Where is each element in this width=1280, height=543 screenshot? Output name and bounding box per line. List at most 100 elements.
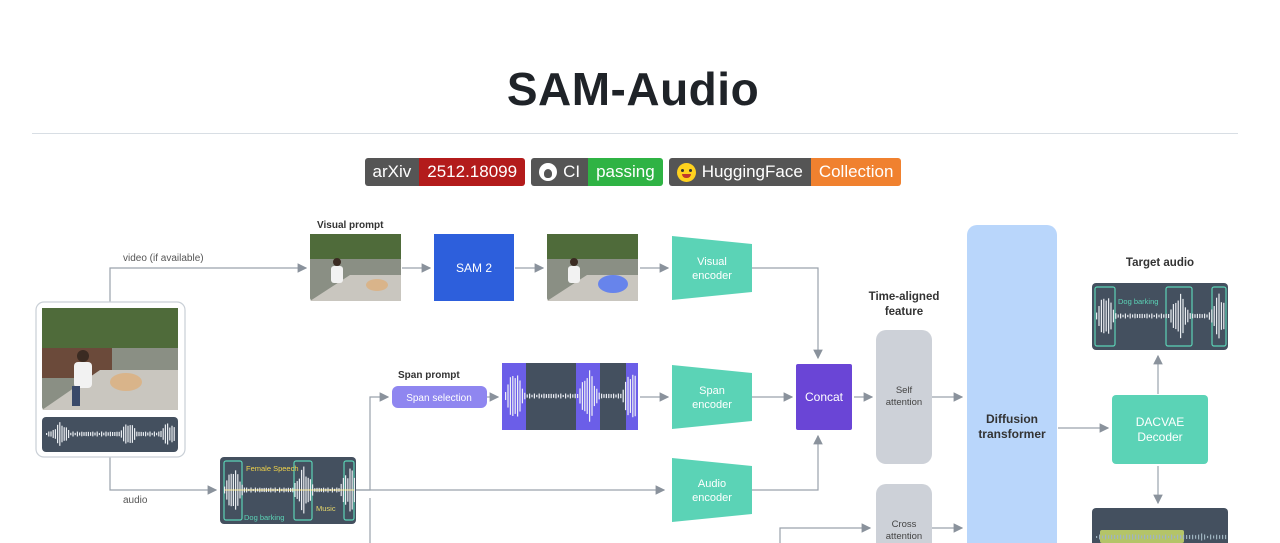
waveform-bar (149, 431, 151, 437)
span-waveform (505, 370, 636, 422)
waveform-bar (589, 370, 591, 422)
waveform-bar (283, 487, 285, 493)
waveform-bar (1129, 313, 1131, 319)
visual-encoder (672, 236, 752, 300)
ci-badge[interactable]: CI passing (531, 158, 663, 186)
waveform-bar (1112, 309, 1114, 323)
waveform-bar (1165, 534, 1167, 540)
waveform-bar (1151, 313, 1153, 319)
cross-attention-label-2: attention (886, 531, 922, 542)
huggingface-badge[interactable]: HuggingFace Collection (668, 158, 902, 186)
waveform-bar (1148, 314, 1150, 318)
waveform-bar (1115, 313, 1117, 319)
waveform-bar (294, 482, 296, 498)
input-video-frame (42, 308, 178, 410)
waveform-bar (336, 487, 338, 493)
waveform-bar (285, 488, 287, 492)
waveform-bar (94, 432, 96, 436)
waveform-bar (224, 486, 226, 494)
waveform-bar (241, 484, 243, 496)
waveform-bar (353, 477, 355, 503)
waveform-bar (1201, 533, 1203, 541)
self-attention-label-2: attention (886, 397, 922, 408)
waveform-bar (533, 393, 535, 399)
waveform-bar (261, 488, 263, 492)
waveform-bar (349, 468, 351, 512)
span-selection-label: Span selection (406, 393, 472, 404)
waveform-bar (1141, 313, 1143, 319)
waveform-bar (151, 432, 153, 436)
waveform-bar (347, 478, 349, 502)
self-attention-block (876, 330, 932, 464)
audio-label: audio (123, 495, 148, 506)
waveform-bar (173, 427, 175, 441)
waveform-bar (1156, 535, 1158, 539)
waveform-bar (312, 484, 314, 496)
dacvae-label-1: DACVAE (1136, 415, 1184, 429)
waveform-bar (593, 385, 595, 407)
waveform-bar (331, 487, 333, 493)
waveform-bar (1165, 313, 1167, 319)
waveform-bar (164, 424, 166, 444)
waveform-bar (105, 431, 107, 437)
waveform-bar (521, 388, 523, 404)
waveform-bar (1120, 313, 1122, 319)
waveform-bar (1136, 314, 1138, 318)
waveform-bar (1211, 309, 1213, 323)
waveform-bar (1174, 535, 1176, 539)
title-divider (32, 133, 1238, 134)
self-attention-label-1: Self (896, 385, 913, 396)
waveform-bar (553, 394, 555, 398)
waveform-bar (1099, 534, 1101, 540)
waveform-bar (1177, 300, 1179, 332)
waveform-bar (1141, 535, 1143, 539)
waveform-bar (560, 393, 562, 399)
waveform-bar (622, 389, 624, 403)
waveform-bar (1218, 293, 1220, 339)
waveform-bar (153, 431, 155, 437)
waveform-bar (107, 432, 109, 436)
waveform-bar (1216, 297, 1218, 335)
waveform-bar (1198, 534, 1200, 540)
waveform-bar (323, 487, 325, 493)
visual-encoder-label-1: Visual (697, 256, 727, 268)
waveform-bar (567, 394, 569, 398)
cross-attention-label-1: Cross (892, 519, 917, 530)
waveform-bar (1168, 535, 1170, 539)
page-title: SAM-Audio (506, 63, 760, 115)
waveform-bar (1156, 313, 1158, 319)
waveform-bar (74, 432, 76, 436)
waveform-bar (629, 379, 631, 413)
waveform-bar (1213, 306, 1215, 326)
waveform-bar (1170, 309, 1172, 323)
waveform-bar (232, 474, 234, 506)
waveform-bar (265, 487, 267, 493)
target-segment-1 (1094, 286, 1116, 347)
waveform-bar (279, 487, 281, 493)
waveform-bar (292, 487, 294, 493)
dacvae-decoder-box (1112, 395, 1208, 464)
waveform-bar (1117, 535, 1119, 539)
waveform-bar (538, 393, 540, 399)
waveform-bar (298, 478, 300, 502)
span-encoder-label-1: Span (699, 385, 725, 397)
span-prompt-label: Span prompt (398, 370, 460, 381)
waveform-bar (79, 432, 81, 436)
arxiv-badge[interactable]: arXiv 2512.18099 (364, 158, 526, 186)
waveform-bar (1096, 312, 1098, 320)
waveform-bar (1117, 314, 1119, 318)
waveform-bar (1110, 302, 1112, 330)
waveform-bar (1162, 535, 1164, 539)
waveform-bar (1132, 534, 1134, 540)
waveform-bar (1138, 534, 1140, 540)
waveform-bar (1111, 534, 1113, 540)
waveform-bar (1127, 314, 1129, 318)
waveform-bar (608, 393, 610, 399)
waveform-bar (1187, 309, 1189, 323)
waveform-bar (281, 488, 283, 492)
waveform-bar (557, 394, 559, 398)
waveform-bar (160, 430, 162, 438)
waveform-bar (112, 431, 114, 437)
waveform-bar (617, 393, 619, 399)
waveform-bar (1114, 534, 1116, 540)
